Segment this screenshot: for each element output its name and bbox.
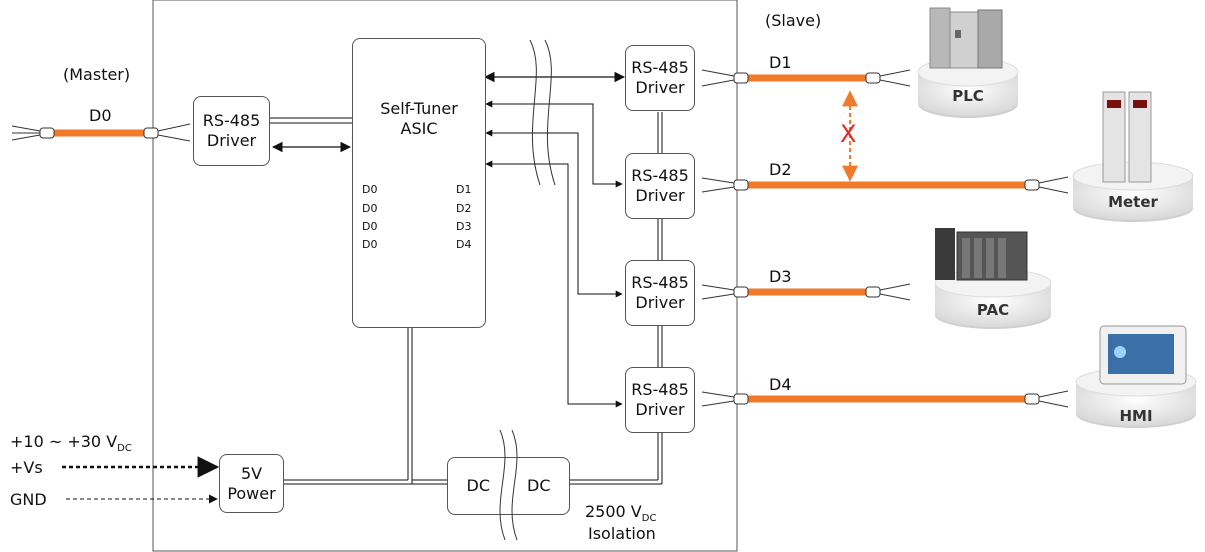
asic-map-to-2: D2 [456,202,472,215]
cable-d1 [701,69,911,87]
cable-d2 [701,176,1069,194]
asic-map-to-3: D3 [456,220,472,233]
master-label: (Master) [63,65,131,84]
dc-dc-converter: DC DC [447,457,570,515]
port-label-d0: D0 [89,106,112,125]
asic-line2: ASIC [400,119,438,138]
asic-d4-arrow [485,160,623,408]
blocked-x-mark: X [840,120,857,148]
cable-d0 [11,123,191,142]
self-tuner-asic: Self-Tuner ASIC [352,38,486,328]
plc-device-image [917,7,1019,118]
cable-d3 [701,283,911,301]
dcdc-isolation-break [499,430,518,540]
asic-d2-arrow [485,100,623,188]
port-label-d3: D3 [769,267,792,286]
master-driver-line2: Driver [206,131,257,150]
slave-driver-1-line2: Driver [635,78,685,97]
port-label-d4: D4 [769,375,792,394]
slave-driver-4-line1: RS-485 [631,380,689,399]
gnd-label: GND [10,490,47,509]
port-label-d1: D1 [769,53,792,72]
isolation-voltage-value: 2500 V [585,502,642,521]
hmi-device-image [1075,325,1197,428]
module-frame [152,0,738,552]
slave-label: (Slave) [765,11,822,30]
slave-driver-1-line1: RS-485 [631,58,689,77]
slave-driver-3-line2: Driver [635,293,685,312]
power-box-line1: 5V [240,463,263,483]
asic-map-to-4: D4 [456,238,472,251]
asic-line1: Self-Tuner [380,99,458,118]
asic-map-from-2: D0 [362,202,378,215]
supply-range-value: +10 ~ +30 V [10,432,118,451]
asic-map-from-4: D0 [362,238,378,251]
dcdc-right-label: DC [527,476,551,495]
isolation-label: Isolation [588,524,656,543]
slave-rs485-driver-1: RS-485 Driver [625,45,695,111]
slave-rs485-driver-2: RS-485 Driver [625,153,695,219]
asic-map-from-1: D0 [362,183,378,196]
slave-driver-3-line1: RS-485 [631,273,689,292]
device-label-hmi: HMI [1119,407,1153,425]
slave-driver-2-line1: RS-485 [631,166,689,185]
pac-device-image [934,228,1052,329]
device-label-meter: Meter [1108,193,1158,211]
slave-driver-4-line2: Driver [635,400,685,419]
vs-label: +Vs [10,458,43,477]
cable-d4 [701,390,1069,408]
dcdc-left-label: DC [466,476,491,495]
supply-range-label: +10 ~ +30 VDC [10,434,132,454]
asic-map-to-1: D1 [456,183,472,196]
power-5v-box: 5V Power [219,454,284,513]
asic-d3-arrow [485,129,623,298]
isolation-voltage-label: 2500 VDC [585,504,656,524]
slave-rs485-driver-4: RS-485 Driver [625,367,695,433]
meter-device-image [1072,91,1194,222]
slave-rs485-driver-3: RS-485 Driver [625,260,695,326]
asic-map-from-3: D0 [362,220,378,233]
signal-isolation-break [529,39,556,186]
port-label-d2: D2 [769,160,792,179]
master-driver-line1: RS-485 [202,111,261,130]
device-label-pac: PAC [976,301,1010,319]
device-label-plc: PLC [952,87,984,105]
supply-range-sub: DC [117,443,132,455]
isolation-voltage-sub: DC [641,513,657,525]
master-rs485-driver: RS-485 Driver [193,96,270,166]
power-box-line2: Power [227,483,276,503]
slave-driver-2-line2: Driver [635,186,685,205]
